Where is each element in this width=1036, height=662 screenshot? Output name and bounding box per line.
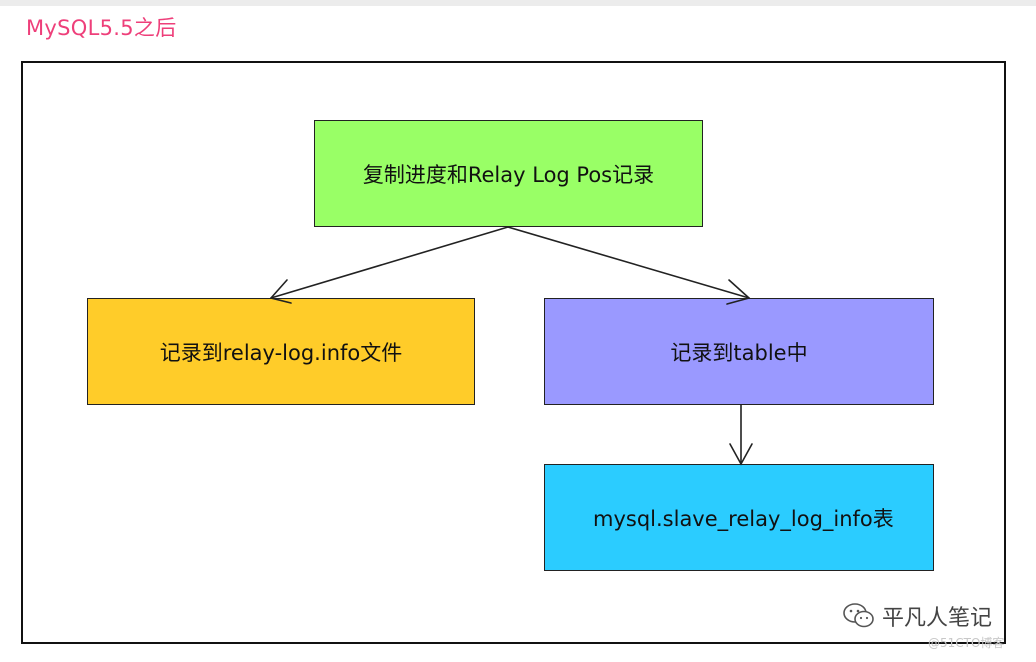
page-title: MySQL5.5之后: [26, 16, 177, 40]
top-strip: [0, 0, 1036, 6]
node-slave-relay-log-info-table: mysql.slave_relay_log_info表: [544, 464, 934, 571]
wechat-icon: [843, 603, 874, 628]
watermark-text: 平凡人笔记: [882, 606, 993, 631]
credit-text: @51CTO博客: [928, 636, 1005, 650]
diagram-frame: [21, 61, 1006, 644]
watermark: 平凡人笔记: [842, 600, 992, 632]
node-relay-log-info-file: 记录到relay-log.info文件: [87, 298, 475, 405]
node-progress-record: 复制进度和Relay Log Pos记录: [314, 120, 703, 227]
node-record-to-table: 记录到table中: [544, 298, 934, 405]
